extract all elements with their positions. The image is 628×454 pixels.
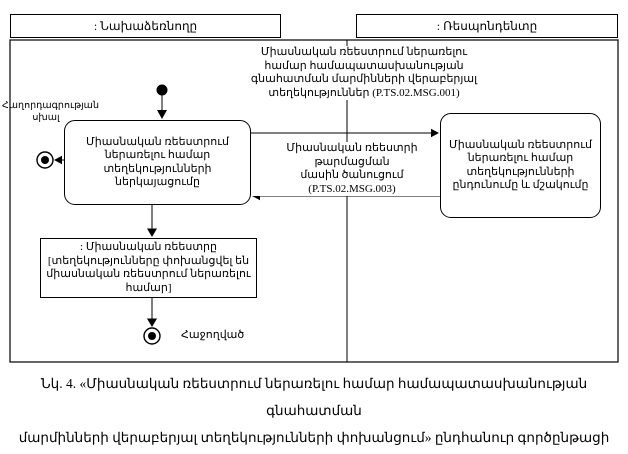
flow-initial-to-submit [157, 95, 167, 119]
lane-header-initiator: : Նախաձեռնողը [10, 14, 281, 38]
lane-header-respondent: : Ռեսպոնդենտը [356, 14, 618, 38]
lane-header-initiator-label: : Նախաձեռնողը [93, 18, 198, 33]
message-label-msg003: Միասնական ռեեստրի թարմացման մասին ծանուց… [252, 142, 452, 196]
final-node-error [36, 151, 54, 169]
object-register: : Միասնական ռեեստրը [տեղեկությունները փո… [40, 238, 257, 298]
end-label-success: Հաջողված [181, 329, 245, 341]
activity-receive-info: Միասնական ռեեստրում ներառելու համար տեղե… [440, 113, 601, 218]
activity-submit-info: Միասնական ռեեստրում ներառելու համար տեղե… [64, 120, 251, 205]
flow-register-to-final [147, 298, 157, 327]
flow-submit-to-register [147, 205, 157, 237]
flow-submit-to-receive [251, 128, 439, 138]
lane-header-respondent-label: : Ռեսպոնդենտը [436, 18, 538, 33]
initial-node [156, 84, 168, 96]
diagram-border [9, 39, 619, 363]
flow-submit-to-error [54, 155, 64, 165]
final-node-success [143, 327, 161, 345]
figure-caption: Նկ. 4. «Միասնական ռեեստրում ներառելու հա… [18, 376, 610, 445]
message-label-msg001: Միասնական ռեեստրում ներառելու համար համա… [238, 46, 490, 100]
end-label-error: Հաղորդագրության սխալ [2, 101, 99, 123]
